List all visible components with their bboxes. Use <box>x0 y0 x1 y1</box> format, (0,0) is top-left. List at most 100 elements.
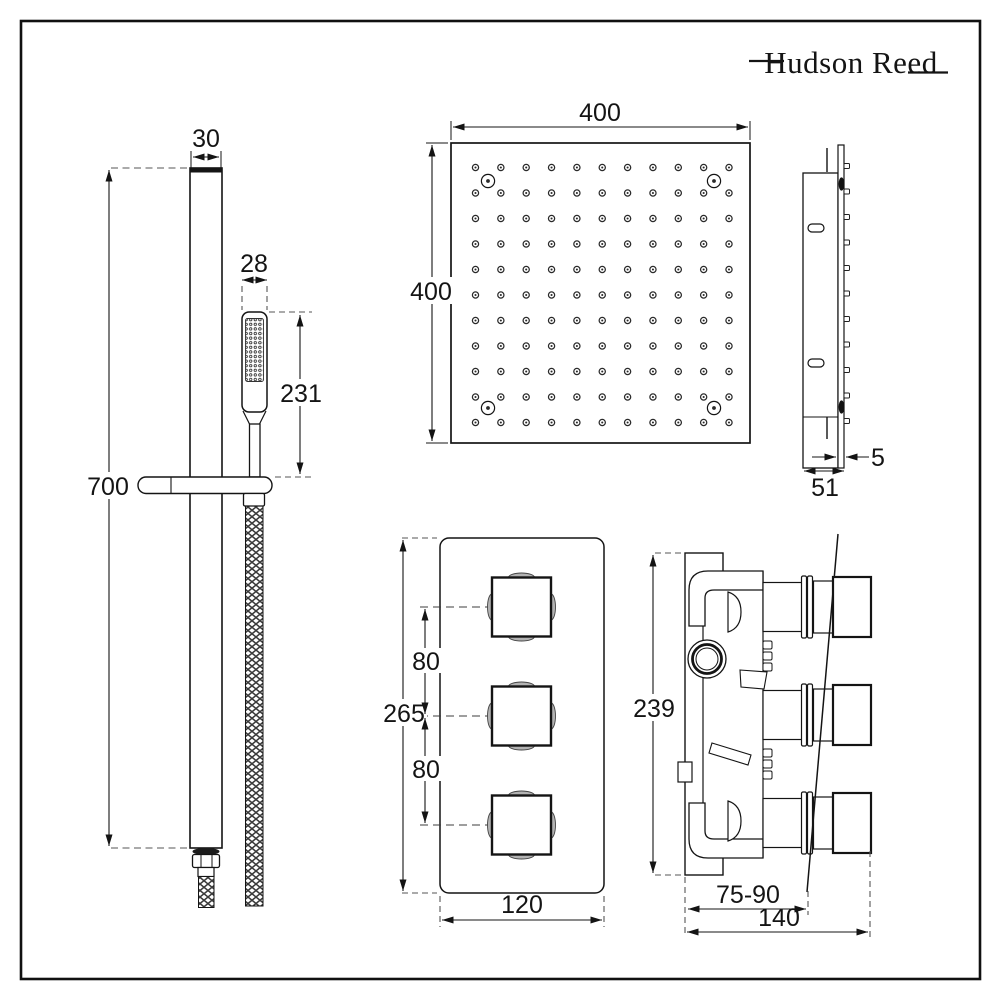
side-nub-icon <box>843 214 850 220</box>
cartridge-flange-a <box>800 683 808 747</box>
nozzle-center <box>550 395 553 399</box>
rib <box>762 651 773 661</box>
nozzle-center <box>575 293 578 297</box>
nozzle-center <box>575 370 578 373</box>
nozzle-center <box>550 319 553 322</box>
nozzle-center <box>474 421 477 424</box>
dim-239-label: 239 <box>633 695 675 723</box>
valve-front-knobs <box>487 572 556 860</box>
nozzle-center <box>651 319 654 322</box>
nozzle-center <box>525 191 528 195</box>
nozzle-center <box>601 268 604 271</box>
valve-bulge-bottom <box>727 800 742 842</box>
nozzle-center <box>550 268 553 271</box>
rail-outlet-nut <box>191 853 221 869</box>
valve-front-view: 265 80 80 120 <box>381 537 605 927</box>
nozzle-center <box>727 395 731 399</box>
nozzle-center <box>525 268 528 271</box>
valve-tab-upper <box>739 669 768 690</box>
valve-knob-1 <box>490 576 553 638</box>
dim-231-label: 231 <box>280 380 322 408</box>
cartridge-flange-a <box>800 791 808 855</box>
nozzle-center <box>575 242 578 246</box>
nozzle-center <box>525 344 528 348</box>
nozzle-center <box>474 166 477 169</box>
nozzle-center <box>499 217 502 220</box>
valve-bracket-bottom <box>688 802 764 859</box>
cartridge-flange-b <box>806 683 814 747</box>
handset-hose-fitting <box>242 492 266 507</box>
nozzle-center <box>651 166 654 169</box>
nozzle-center <box>626 421 629 424</box>
nozzle-center <box>727 370 731 373</box>
nozzle-center <box>499 319 502 322</box>
nozzle-center <box>677 421 680 424</box>
rail-bar <box>189 167 223 849</box>
nozzle-center <box>525 370 528 373</box>
side-nub-icon <box>843 316 850 322</box>
nozzle-center <box>651 191 654 195</box>
valve-inlet-port-inner <box>695 647 719 671</box>
head-side-nubs <box>843 163 850 424</box>
nozzle-center <box>626 344 629 348</box>
nozzle-center <box>499 268 502 271</box>
nozzle-center <box>525 319 528 322</box>
head-side-screw-mark-bottom <box>838 400 845 414</box>
dim-80-upper-label: 80 <box>412 648 440 676</box>
nozzle-center <box>474 319 477 322</box>
nozzle-center <box>550 242 553 246</box>
nozzle-center <box>651 370 654 373</box>
handset-taper <box>242 410 267 425</box>
nozzle-center <box>575 344 578 348</box>
side-nub-icon <box>843 341 850 348</box>
nozzle-center <box>474 344 477 348</box>
side-handle-1 <box>831 575 873 639</box>
nozzle-center <box>702 319 705 322</box>
slide-rail-view: 700 30 28 <box>86 125 323 908</box>
valve-side-ribs <box>762 640 773 780</box>
side-nub-icon <box>843 418 850 424</box>
nozzle-center <box>626 191 629 195</box>
nozzle-center <box>702 268 705 271</box>
nozzle-center <box>550 166 553 169</box>
nozzle-center <box>525 421 528 424</box>
nozzle-center <box>677 395 680 399</box>
nozzle-center <box>702 191 705 195</box>
nozzle-center <box>601 293 604 297</box>
nozzle-center <box>677 166 680 169</box>
dim-700-label: 700 <box>87 473 129 501</box>
nozzle-center <box>626 166 629 169</box>
cartridge-flange-a <box>800 575 808 639</box>
nozzle-center <box>702 217 705 220</box>
nozzle-center <box>601 421 604 424</box>
rib <box>762 770 773 780</box>
nozzle-center <box>474 268 477 271</box>
nozzle-center <box>626 268 629 271</box>
nozzle-center <box>677 268 680 271</box>
nozzle-center <box>727 421 731 424</box>
nozzle-center <box>651 268 654 271</box>
nozzle-center <box>727 268 731 271</box>
valve-knob-2 <box>490 685 553 747</box>
nozzle-center <box>702 395 705 399</box>
nozzle-center <box>626 370 629 373</box>
dim-140-label: 140 <box>758 904 800 932</box>
nozzle-center <box>626 395 629 399</box>
nozzle-center <box>575 319 578 322</box>
head-side-slot-lower <box>807 358 825 368</box>
screw-center <box>486 179 490 183</box>
cartridge-stem <box>762 581 803 633</box>
nozzle-center <box>702 370 705 373</box>
nozzle-center <box>474 191 477 195</box>
dim-265-label-bg <box>381 699 427 726</box>
valve-knob-3 <box>490 794 553 856</box>
dim-5-label: 5 <box>871 444 885 472</box>
screw-center <box>486 406 490 410</box>
nozzle-center <box>651 217 654 220</box>
nozzle-center <box>550 293 553 297</box>
shower-head-side-view: 5 51 <box>802 144 885 502</box>
valve-left-clip <box>677 761 693 783</box>
nozzle-center <box>474 242 477 246</box>
nozzle-center <box>626 293 629 297</box>
